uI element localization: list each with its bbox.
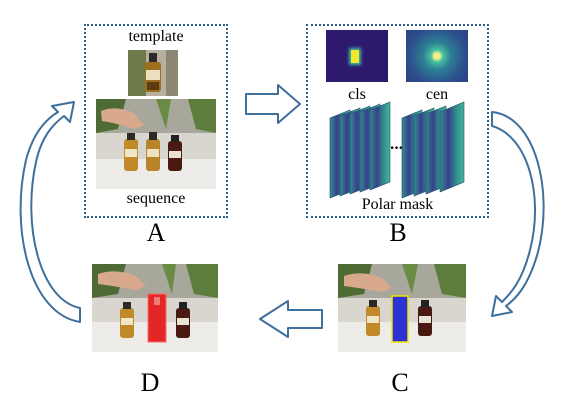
panel-b-frame [306, 24, 489, 218]
template-image [128, 50, 178, 96]
panel-c-letter: C [391, 368, 409, 397]
arrow-a-to-b [245, 84, 301, 124]
panel-a-frame [84, 24, 228, 218]
polar-mask-label: Polar mask [361, 196, 434, 213]
polar-stack-left [329, 101, 391, 199]
panel-b-letter: B [389, 218, 407, 247]
panel-a-letter: A [146, 218, 166, 247]
template-label: template [128, 28, 184, 45]
cls-label: cls [348, 86, 366, 103]
arrow-d-to-a [19, 101, 81, 323]
polar-stack-right [401, 101, 465, 199]
cen-heatmap [406, 30, 468, 82]
panel-d-letter: D [140, 368, 160, 397]
sequence-image [96, 99, 216, 189]
panel-c-image [338, 264, 466, 352]
sequence-scene-drawing [96, 99, 216, 189]
template-bottle-drawing [128, 50, 178, 96]
panel-c-scene-drawing [338, 264, 466, 352]
arrow-c-to-d [259, 300, 323, 338]
polar-ellipsis: ··· [389, 140, 403, 157]
cen-label: cen [425, 86, 449, 103]
arrow-b-to-c [491, 111, 545, 317]
sequence-label: sequence [126, 190, 186, 207]
cls-peak [351, 50, 359, 63]
cls-heatmap [326, 30, 388, 82]
panel-d-image [92, 264, 218, 352]
panel-d-scene-drawing [92, 264, 218, 352]
